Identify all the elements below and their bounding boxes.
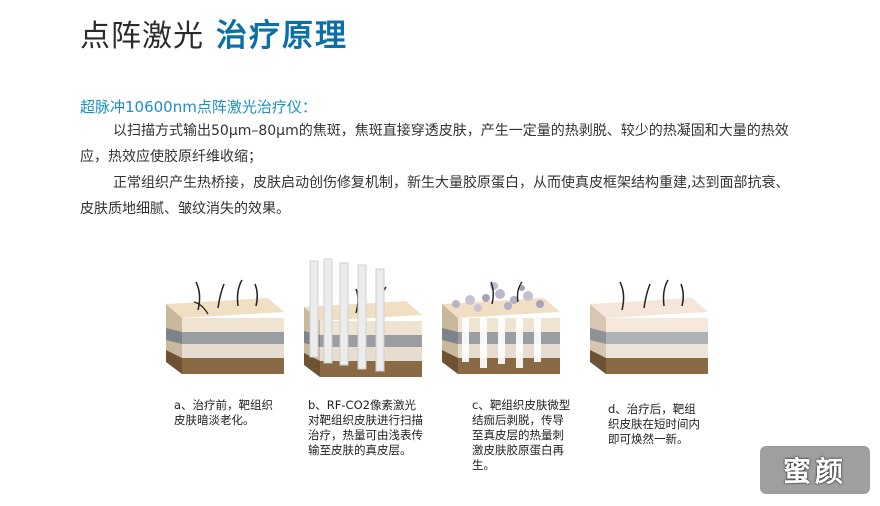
- watermark-text: 蜜颜: [782, 455, 847, 488]
- title-part-2: 治疗原理: [216, 18, 348, 54]
- caption-after: d、治疗后，靶组织皮肤在短时间内即可焕然一新。: [608, 402, 700, 446]
- skin-diagram-after: [582, 270, 712, 382]
- paragraph-2: 正常组织产生热桥接，皮肤启动创伤修复机制，新生大量胶原蛋白，从而使真皮框架结构重…: [80, 175, 790, 217]
- caption-before: a、治疗前，靶组织皮肤暗淡老化。: [174, 398, 274, 427]
- title-part-1: 点阵激光: [80, 19, 204, 54]
- caption-scab: c、靶组织皮肤微型结痂后剥脱，传导至真皮层的热量刺激皮肤胶原蛋白再生。: [472, 398, 571, 472]
- watermark: 蜜颜: [760, 446, 870, 494]
- device-subtitle: 超脉冲10600nm点阵激光治疗仪：: [80, 98, 317, 116]
- caption-laser: b、RF-CO2像素激光对靶组织皮肤进行扫描治疗，热量可由浅表传输至皮肤的真皮层…: [308, 398, 423, 457]
- skin-diagram-before: [158, 270, 288, 382]
- page-title: 点阵激光 治疗原理: [80, 10, 348, 54]
- skin-diagram-laser: [296, 255, 426, 385]
- paragraph-1: 以扫描方式输出50μm–80μm的焦斑，焦斑直接穿透皮肤，产生一定量的热剥脱、较…: [80, 123, 789, 165]
- skin-diagram-scab: [434, 270, 564, 382]
